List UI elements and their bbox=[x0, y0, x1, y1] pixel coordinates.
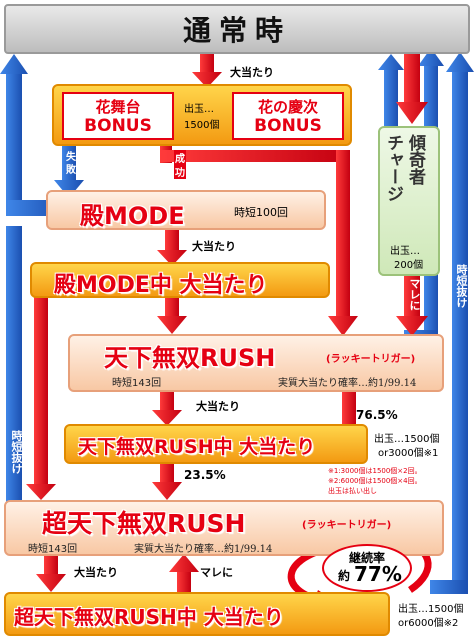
continue-rate-prefix: 約 bbox=[338, 569, 351, 583]
tono-mode-hit-box: 殿MODE中 大当たり bbox=[30, 262, 330, 298]
red-arrow-super-hit bbox=[36, 556, 66, 592]
success-label-1: 成 bbox=[174, 150, 186, 165]
tenka-rush-jitan: 時短143回 bbox=[112, 378, 162, 389]
tenka-hit-payout-1: 出玉…1500個 bbox=[374, 434, 440, 445]
bonus-payout-2: 1500個 bbox=[184, 120, 220, 131]
blue-fail-arrow bbox=[54, 145, 84, 198]
continue-rate-badge: 継続率 約 77% bbox=[322, 544, 412, 592]
hit-label-3: 大当たり bbox=[74, 566, 118, 579]
keiji-bonus-label: BONUS bbox=[254, 116, 322, 136]
red-arrow-mareni-left bbox=[26, 296, 56, 500]
jitan-nuke-left-label: 時短抜け bbox=[10, 430, 23, 474]
super-rush-sub: (ラッキートリガー) bbox=[302, 520, 392, 531]
pct-235-label: 23.5% bbox=[184, 468, 226, 482]
super-rush-hit-title: 超天下無双RUSH中 大当たり bbox=[14, 605, 284, 629]
fail-label-2: 敗 bbox=[66, 165, 76, 176]
super-hit-payout-1: 出玉…1500個 bbox=[398, 604, 464, 615]
red-success-arrow bbox=[160, 145, 358, 336]
tenka-rush-title: 天下無双RUSH bbox=[104, 344, 276, 372]
jitan-nuke-right-label: 時短抜け bbox=[455, 264, 468, 308]
mareni-bottom-label: マレに bbox=[200, 566, 233, 579]
blue-charge-return-arrow bbox=[378, 54, 404, 126]
note-1: ※1:3000個は1500個×2回。 bbox=[328, 467, 422, 475]
tenka-hit-payout-2: or3000個※1 bbox=[378, 448, 439, 459]
red-arrow-to-charge bbox=[396, 54, 428, 124]
bonus-payout-1: 出玉… bbox=[184, 104, 214, 115]
hanabutai-bonus-label: BONUS bbox=[84, 116, 152, 136]
success-label-2: 功 bbox=[174, 164, 186, 179]
tono-mode-box: 殿MODE 時短100回 bbox=[46, 190, 326, 230]
charge-title-col2: チャージ bbox=[383, 134, 403, 202]
hit-label-1: 大当たり bbox=[192, 240, 236, 253]
tono-mode-hit-title: 殿MODE中 大当たり bbox=[54, 273, 268, 298]
red-arrow-tono-hit bbox=[157, 230, 187, 266]
charge-box: 傾奇者 チャージ 出玉… 200個 bbox=[378, 126, 440, 276]
fail-label-1: 失 bbox=[66, 152, 76, 163]
charge-payout-1: 出玉… bbox=[390, 246, 420, 257]
super-rush-jitan: 時短143回 bbox=[28, 544, 78, 555]
hanabutai-bonus: 花舞台 BONUS bbox=[62, 92, 174, 140]
blue-return-arrow-right bbox=[430, 52, 474, 594]
red-arrow-top-hit bbox=[192, 54, 222, 88]
tenka-rush-sub: (ラッキートリガー) bbox=[326, 354, 416, 365]
mareni-right-label: マレに bbox=[408, 278, 421, 311]
pct-765-label: 76.5% bbox=[356, 408, 398, 422]
keiji-title: 花の慶次 bbox=[257, 98, 318, 116]
note-2: ※2:6000個は1500個×4回。 bbox=[328, 477, 422, 485]
note-3: 出玉は払い出し bbox=[328, 487, 377, 495]
super-rush-hit-box: 超天下無双RUSH中 大当たり bbox=[4, 592, 390, 636]
tenka-rush-hit-title: 天下無双RUSH中 大当たり bbox=[78, 436, 316, 458]
top-hit-label: 大当たり bbox=[230, 66, 274, 79]
tenka-rush-box: 天下無双RUSH (ラッキートリガー) 時短143回 実質大当たり確率…約1/9… bbox=[68, 334, 444, 392]
red-arrow-mareni-bottom bbox=[169, 554, 199, 592]
red-arrow-rush-hit bbox=[152, 392, 182, 426]
tono-mode-jitan: 時短100回 bbox=[234, 206, 288, 219]
super-hit-payout-2: or6000個※2 bbox=[398, 618, 459, 629]
continue-rate-label: 継続率 bbox=[348, 551, 385, 565]
tono-mode-title: 殿MODE bbox=[80, 202, 185, 230]
charge-title-col1: 傾奇者 bbox=[405, 134, 425, 185]
tenka-rush-prob: 実質大当たり確率…約1/99.14 bbox=[278, 378, 417, 389]
keiji-bonus: 花の慶次 BONUS bbox=[232, 92, 344, 140]
red-arrow-235 bbox=[152, 464, 182, 500]
mareni-left-label: マレに bbox=[48, 308, 61, 341]
bonus-box: 花舞台 BONUS 出玉… 1500個 花の慶次 BONUS bbox=[52, 84, 352, 146]
charge-payout-2: 200個 bbox=[394, 260, 424, 271]
tenka-rush-hit-box: 天下無双RUSH中 大当たり bbox=[64, 424, 368, 464]
red-arrow-charge-mareni bbox=[396, 272, 428, 336]
hit-label-2: 大当たり bbox=[196, 400, 240, 413]
header-normal-state: 通常時 bbox=[4, 4, 470, 54]
header-title: 通常時 bbox=[182, 14, 291, 47]
continue-rate-value: 77% bbox=[354, 562, 402, 586]
super-rush-title: 超天下無双RUSH bbox=[42, 509, 246, 538]
hanabutai-title: 花舞台 bbox=[95, 98, 141, 116]
super-rush-prob: 実質大当たり確率…約1/99.14 bbox=[134, 544, 273, 555]
red-arrow-tono-to-rush bbox=[157, 296, 187, 334]
